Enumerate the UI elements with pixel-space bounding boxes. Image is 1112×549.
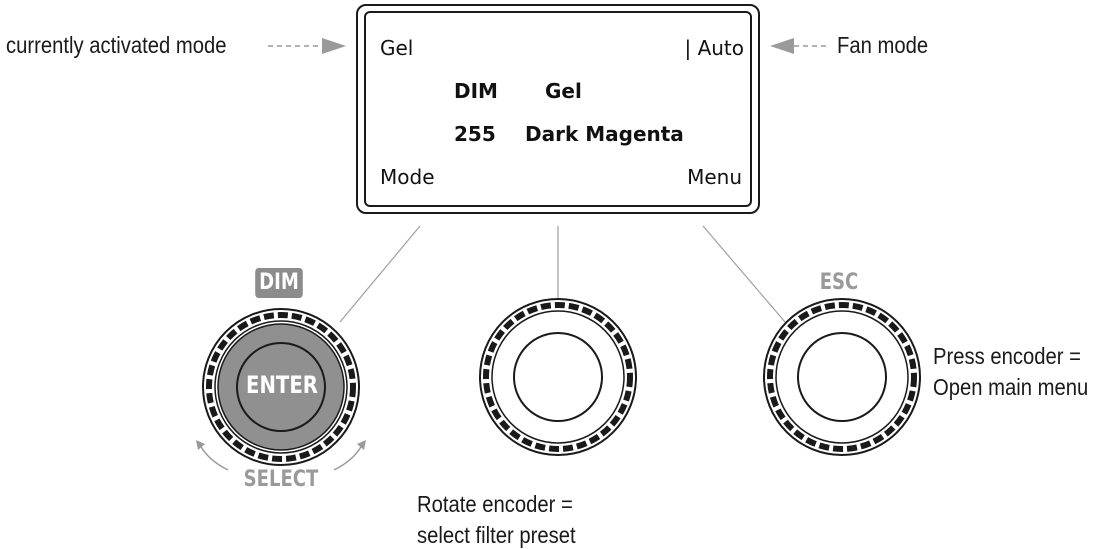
encoder-enter[interactable] [202, 308, 360, 466]
lcd-fan-indicator: | Auto [684, 36, 744, 60]
callout-rotate-line2: select filter preset [417, 522, 576, 548]
lcd-display [356, 4, 760, 214]
lcd-filter-label: Gel [545, 79, 582, 103]
callout-fan-mode: Fan mode [837, 32, 929, 58]
connector-right [702, 225, 786, 323]
lcd-screen [364, 11, 752, 207]
select-label: SELECT [243, 467, 319, 492]
callout-active-mode: currently activated mode [6, 32, 227, 58]
arrow-fan-mode [770, 38, 830, 54]
encoder-right[interactable] [763, 298, 921, 456]
rotate-arrows-icon [196, 440, 366, 471]
lcd-mode-softkey[interactable]: Mode [380, 165, 435, 189]
lcd-filter-value: Dark Magenta [525, 122, 684, 146]
lcd-mode-indicator: Gel [380, 36, 414, 60]
lcd-param-label: DIM [454, 79, 498, 103]
callout-press-line2: Open main menu [933, 374, 1089, 400]
lcd-menu-softkey[interactable]: Menu [687, 165, 742, 189]
enter-label: ENTER [246, 371, 318, 399]
arrow-active-mode [268, 38, 346, 54]
callout-rotate-line1: Rotate encoder = [417, 491, 573, 517]
callout-press-line1: Press encoder = [933, 343, 1081, 369]
dim-badge: DIM [255, 268, 303, 298]
esc-label: ESC [819, 270, 859, 295]
connector-left [339, 225, 421, 323]
encoder-middle[interactable] [479, 298, 637, 456]
lcd-param-value: 255 [454, 122, 496, 146]
